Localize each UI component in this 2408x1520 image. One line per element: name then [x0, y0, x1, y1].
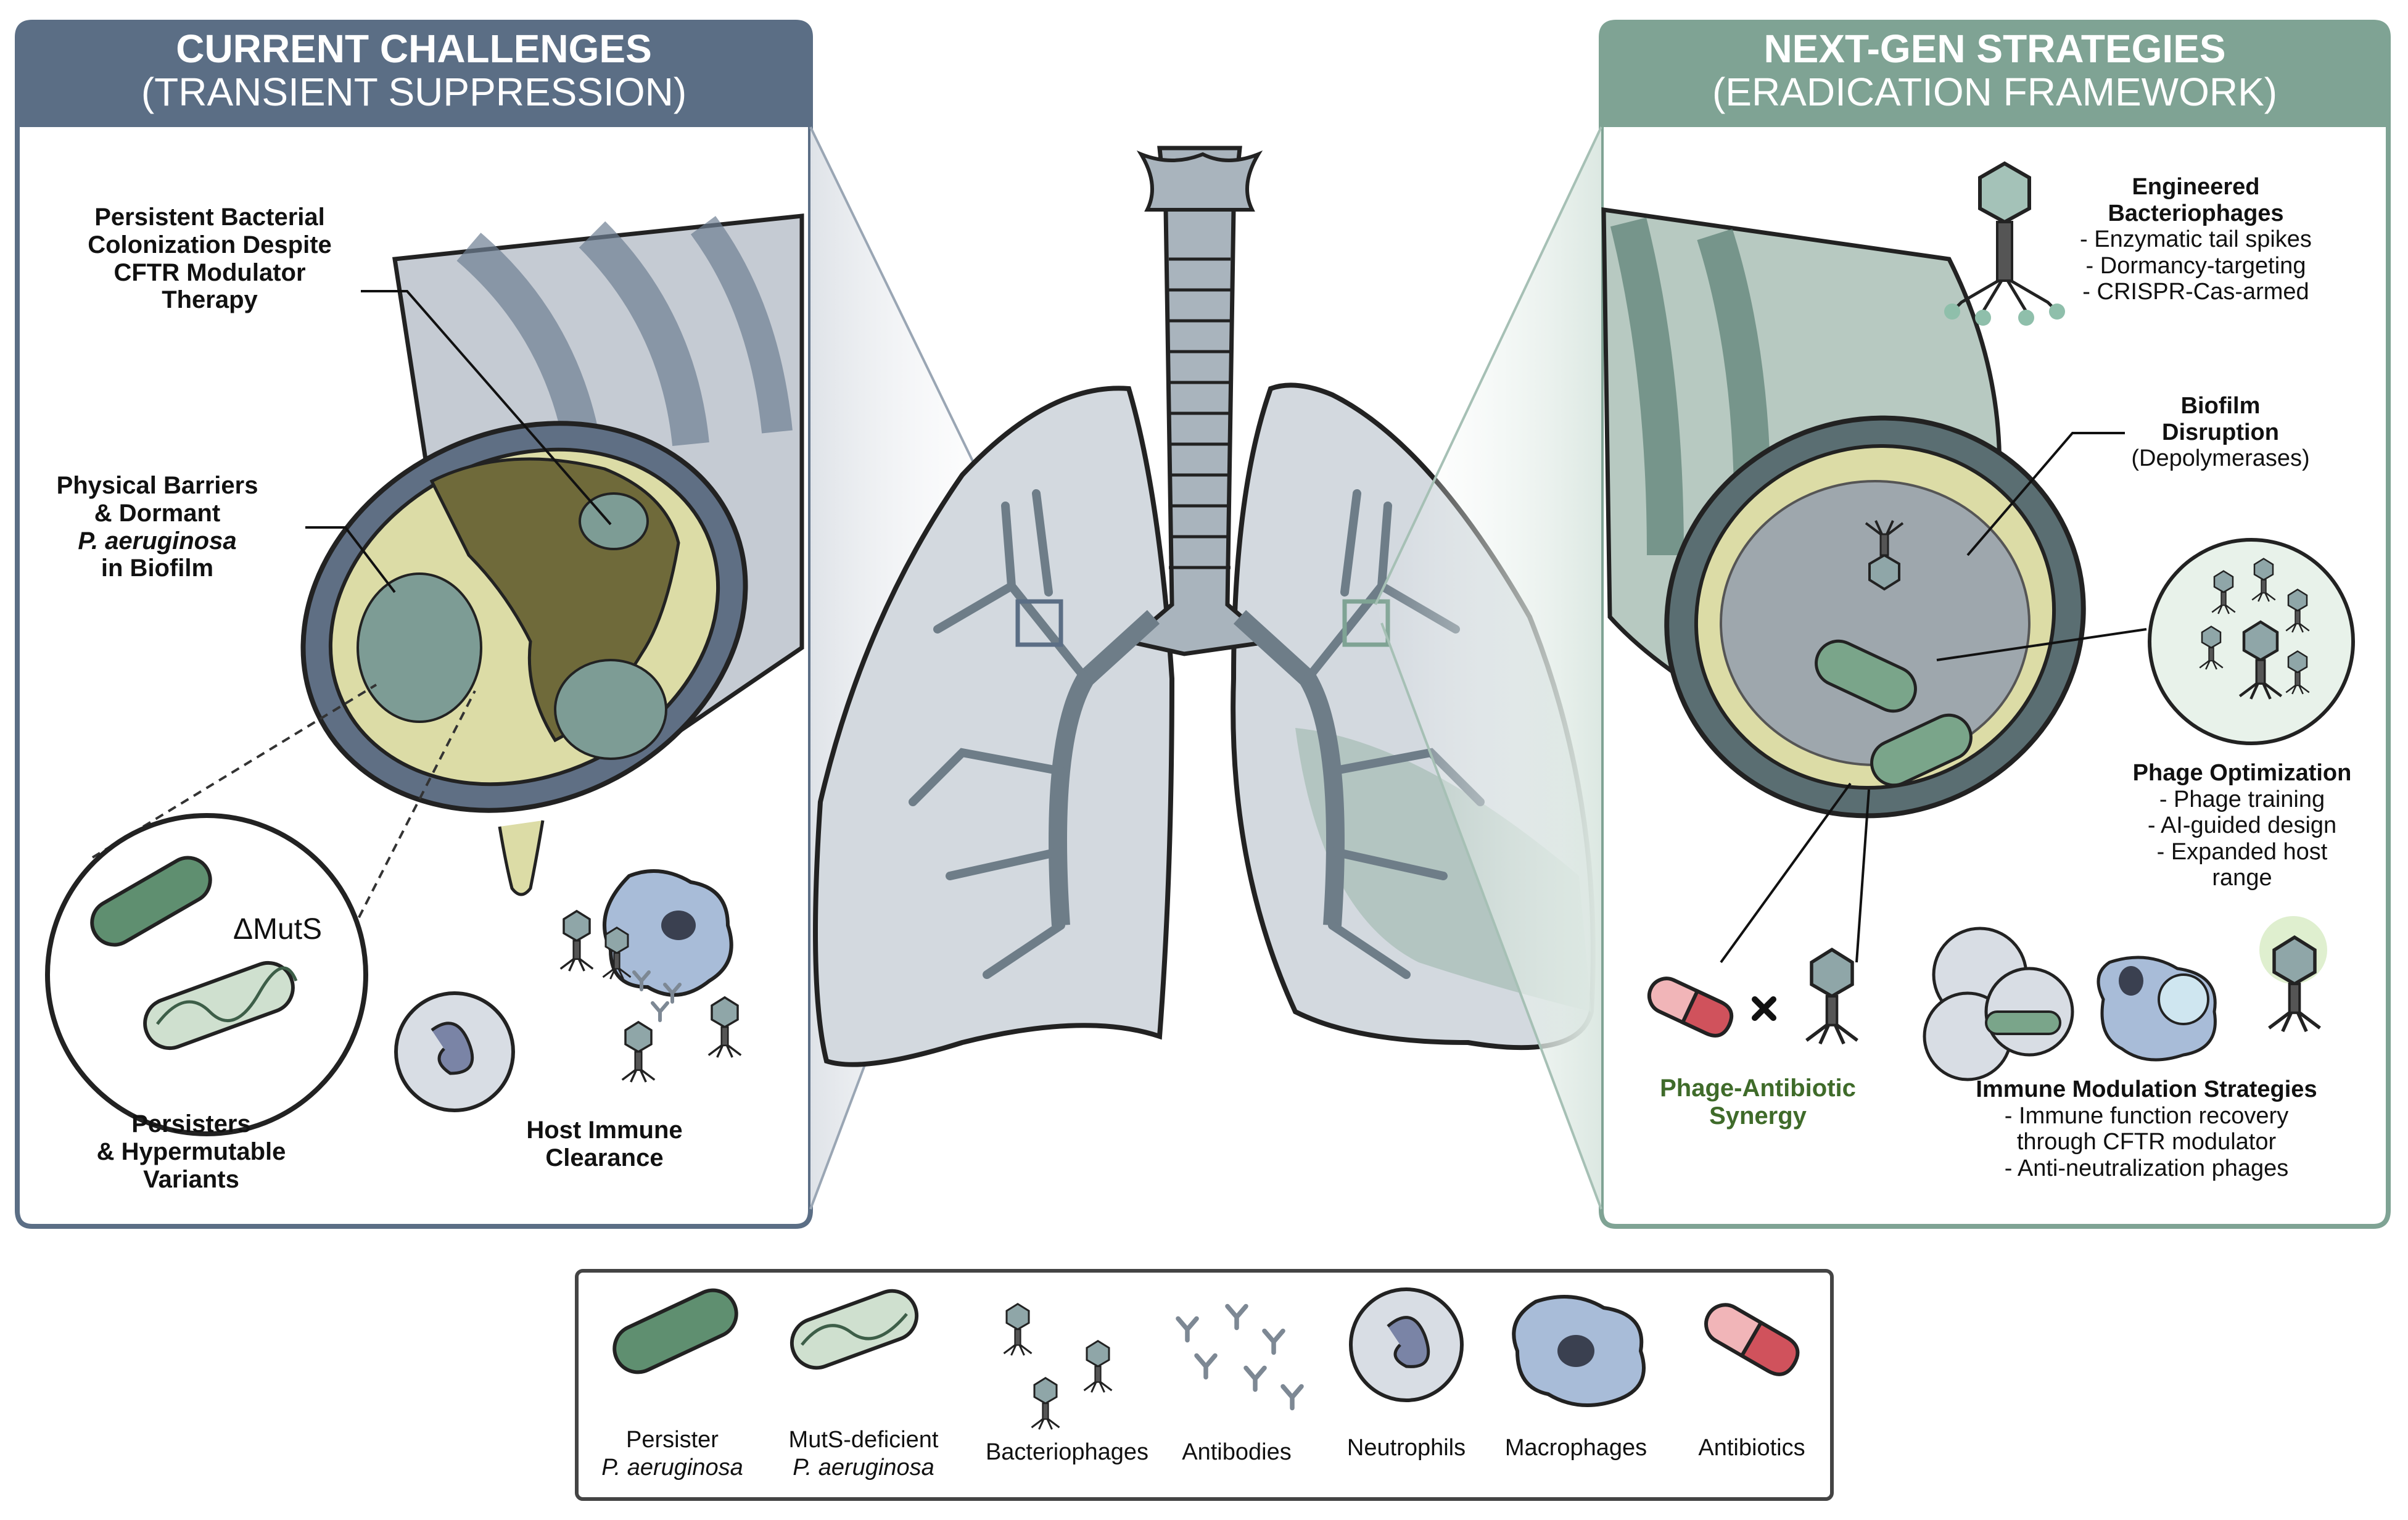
phage-optimization-label: Phage Optimization - Phage training - AI…: [2132, 760, 2352, 891]
left-lung-zoom-box: [1015, 599, 1063, 647]
immune-modulation-label: Immune Modulation Strategies - Immune fu…: [1976, 1076, 2317, 1181]
phage-optimization-circle: [2148, 538, 2355, 745]
persistent-colonization-label: Persistent Bacterial Colonization Despit…: [88, 204, 332, 314]
left-lung: [813, 386, 1175, 1067]
synergy-illustration: [1647, 949, 1858, 1044]
persistent-leader-line: [361, 290, 612, 526]
persisters-label: Persisters & Hypermutable Variants: [96, 1110, 286, 1193]
persister-rod-icon: [90, 856, 212, 947]
right-airway-illustration: [1601, 207, 2086, 819]
legend-item-macrophages: Macrophages: [1504, 1435, 1647, 1461]
physical-barriers-label: Physical Barriers & Dormant P. aeruginos…: [56, 472, 258, 582]
phage-antibiotic-synergy-label: Phage-Antibiotic Synergy: [1660, 1075, 1856, 1130]
immune-clearance-illustration: [394, 869, 743, 1112]
right-panel-title: NEXT-GEN STRATEGIES (ERADICATION FRAMEWO…: [1601, 27, 2388, 114]
legend-muts-icon: [790, 1289, 919, 1370]
biofilm-disruption-label: Biofilm Disruption (Depolymerases): [2131, 393, 2310, 472]
legend-item-muts: MutS-deficient P. aeruginosa: [788, 1427, 939, 1481]
legend-item-persister: Persister P. aeruginosa: [601, 1427, 743, 1481]
legend-icons: [612, 1287, 1800, 1431]
legend-item-antibodies: Antibodies: [1182, 1439, 1292, 1465]
left-title-line2: (TRANSIENT SUPPRESSION): [141, 70, 687, 115]
right-title-line2: (ERADICATION FRAMEWORK): [1712, 70, 2278, 115]
host-immune-clearance-label: Host Immune Clearance: [526, 1117, 683, 1171]
barriers-leader-line: [305, 526, 396, 593]
persister-zoom-circle: [45, 813, 368, 1136]
biofilm-leader-line: [1966, 432, 2125, 556]
engineered-phage-icon: [1944, 161, 2065, 326]
legend-item-bacteriophages: Bacteriophages: [985, 1439, 1149, 1465]
right-title-line1: NEXT-GEN STRATEGIES: [1763, 27, 2226, 71]
legend-item-neutrophils: Neutrophils: [1346, 1435, 1466, 1461]
left-title-line1: CURRENT CHALLENGES: [176, 27, 652, 71]
legend-item-antibiotics: Antibiotics: [1698, 1435, 1805, 1461]
legend-persister-icon: [612, 1288, 738, 1374]
left-panel-title: CURRENT CHALLENGES (TRANSIENT SUPPRESSIO…: [17, 27, 810, 114]
left-airway-illustration: [300, 213, 804, 896]
immune-modulation-illustration: [1923, 916, 2327, 1081]
right-zoom-funnel: [1375, 127, 1601, 1209]
right-panel-header: [1601, 22, 2388, 127]
engineered-phages-label: Engineered Bacteriophages - Enzymatic ta…: [2080, 174, 2312, 305]
muts-rod-icon: [143, 960, 295, 1051]
legend-antibiotic-icon: [1704, 1303, 1800, 1376]
muts-label: ΔMutS: [233, 913, 323, 946]
left-panel-header: [17, 22, 810, 127]
